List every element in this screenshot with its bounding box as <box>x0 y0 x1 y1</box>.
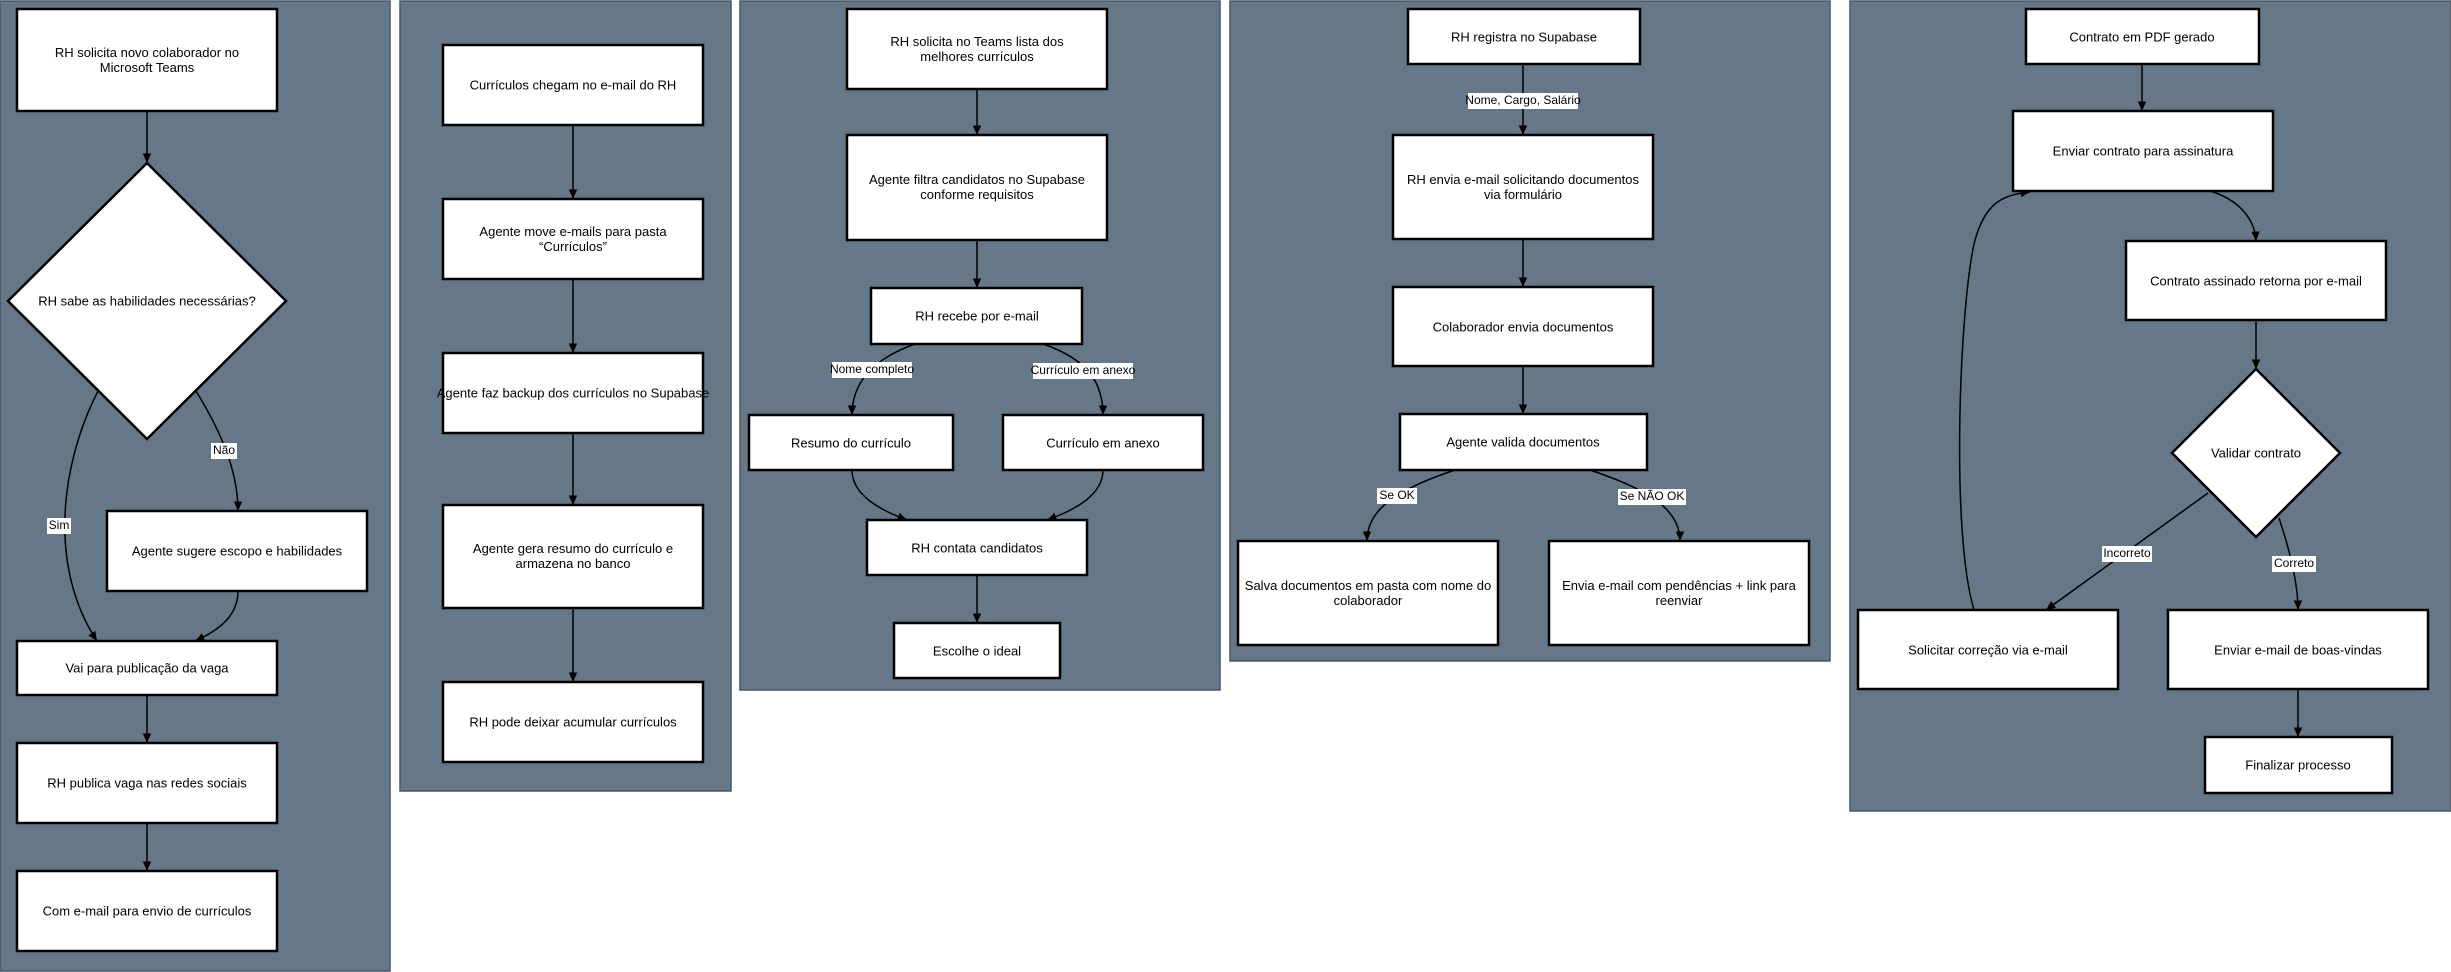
text-rh-publica-vaga: RH publica vaga nas redes sociais <box>47 776 247 791</box>
node-rh-solicita-lista[interactable] <box>845 7 1109 91</box>
label-se-ok: Se OK <box>1379 488 1414 502</box>
node-rh-envia-email-docs[interactable] <box>1391 133 1655 241</box>
text-rh-contata: RH contata candidatos <box>911 541 1043 556</box>
text-rh-registra: RH registra no Supabase <box>1451 30 1597 45</box>
label-se-nao-ok: Se NÃO OK <box>1620 489 1685 503</box>
label-nao: Não <box>213 443 235 457</box>
node-resumo-curriculo[interactable] <box>747 413 955 472</box>
node-agente-filtra[interactable] <box>845 133 1109 242</box>
node-finalizar[interactable] <box>2203 735 2394 795</box>
node-envia-pendencias[interactable] <box>1547 539 1811 647</box>
text-enviar-assinatura: Enviar contrato para assinatura <box>2053 144 2234 159</box>
text-finalizar: Finalizar processo <box>2245 758 2351 773</box>
node-rh-publica-vaga[interactable] <box>15 741 279 825</box>
text-contrato-pdf: Contrato em PDF gerado <box>2069 30 2214 45</box>
label-curriculo-anexo: Currículo em anexo <box>1031 363 1136 377</box>
node-curriculo-anexo[interactable] <box>1001 413 1205 472</box>
node-rh-contata[interactable] <box>865 518 1089 577</box>
label-incorreto: Incorreto <box>2103 546 2151 560</box>
node-validar-contrato[interactable] <box>2170 367 2342 539</box>
node-rh-registra[interactable] <box>1406 7 1642 66</box>
node-agente-gera-resumo[interactable] <box>441 503 705 610</box>
node-decisao-habilidades[interactable] <box>6 161 288 441</box>
node-salva-documentos[interactable] <box>1236 539 1500 647</box>
text-agente-backup: Agente faz backup dos currículos no Supa… <box>437 386 709 401</box>
text-decisao-habilidades: RH sabe as habilidades necessárias? <box>38 294 256 309</box>
node-agente-valida[interactable] <box>1398 412 1649 472</box>
text-contrato-assinado: Contrato assinado retorna por e-mail <box>2150 274 2362 289</box>
node-rh-recebe-email[interactable] <box>869 286 1084 346</box>
lane-selecao <box>739 0 1221 691</box>
node-colaborador-envia[interactable] <box>1391 285 1655 368</box>
node-rh-solicita-colaborador[interactable] <box>15 7 279 113</box>
text-colaborador-envia: Colaborador envia documentos <box>1433 320 1614 335</box>
label-nome-cargo-salario: Nome, Cargo, Salário <box>1465 93 1581 107</box>
node-agente-move-emails[interactable] <box>441 197 705 281</box>
text-agente-move-emails: Agente move e-mails para pasta“Currículo… <box>479 224 667 254</box>
text-boas-vindas: Enviar e-mail de boas-vindas <box>2214 643 2382 658</box>
text-curriculo-anexo: Currículo em anexo <box>1046 436 1159 451</box>
node-solicitar-correcao[interactable] <box>1856 608 2120 691</box>
label-sim: Sim <box>49 518 70 532</box>
text-curriculos-chegam: Currículos chegam no e-mail do RH <box>470 78 677 93</box>
text-agente-sugere-escopo: Agente sugere escopo e habilidades <box>132 544 343 559</box>
text-vai-publicacao: Vai para publicação da vaga <box>65 661 229 676</box>
label-nome-completo: Nome completo <box>830 362 914 376</box>
node-agente-backup[interactable] <box>441 351 705 435</box>
text-resumo-curriculo: Resumo do currículo <box>791 436 911 451</box>
lane-solicitacao <box>0 0 391 972</box>
node-rh-acumular[interactable] <box>441 680 705 764</box>
node-agente-sugere-escopo[interactable] <box>105 509 369 593</box>
node-boas-vindas[interactable] <box>2166 608 2430 691</box>
node-escolhe-ideal[interactable] <box>892 621 1062 680</box>
label-correto: Correto <box>2274 556 2314 570</box>
text-solicitar-correcao: Solicitar correção via e-mail <box>1908 643 2068 658</box>
text-escolhe-ideal: Escolhe o ideal <box>933 644 1021 659</box>
text-rh-recebe-email: RH recebe por e-mail <box>915 309 1039 324</box>
edge-retry <box>1958 188 2031 611</box>
text-agente-valida: Agente valida documentos <box>1446 435 1600 450</box>
text-email-curriculos: Com e-mail para envio de currículos <box>43 904 252 919</box>
text-validar-contrato: Validar contrato <box>2211 446 2301 461</box>
node-enviar-assinatura[interactable] <box>2011 109 2275 193</box>
node-email-curriculos[interactable] <box>15 869 279 953</box>
node-contrato-assinado[interactable] <box>2124 239 2388 322</box>
node-curriculos-chegam[interactable] <box>441 43 705 127</box>
node-contrato-pdf[interactable] <box>2024 7 2261 66</box>
node-vai-publicacao[interactable] <box>15 639 279 697</box>
text-rh-acumular: RH pode deixar acumular currículos <box>469 715 677 730</box>
